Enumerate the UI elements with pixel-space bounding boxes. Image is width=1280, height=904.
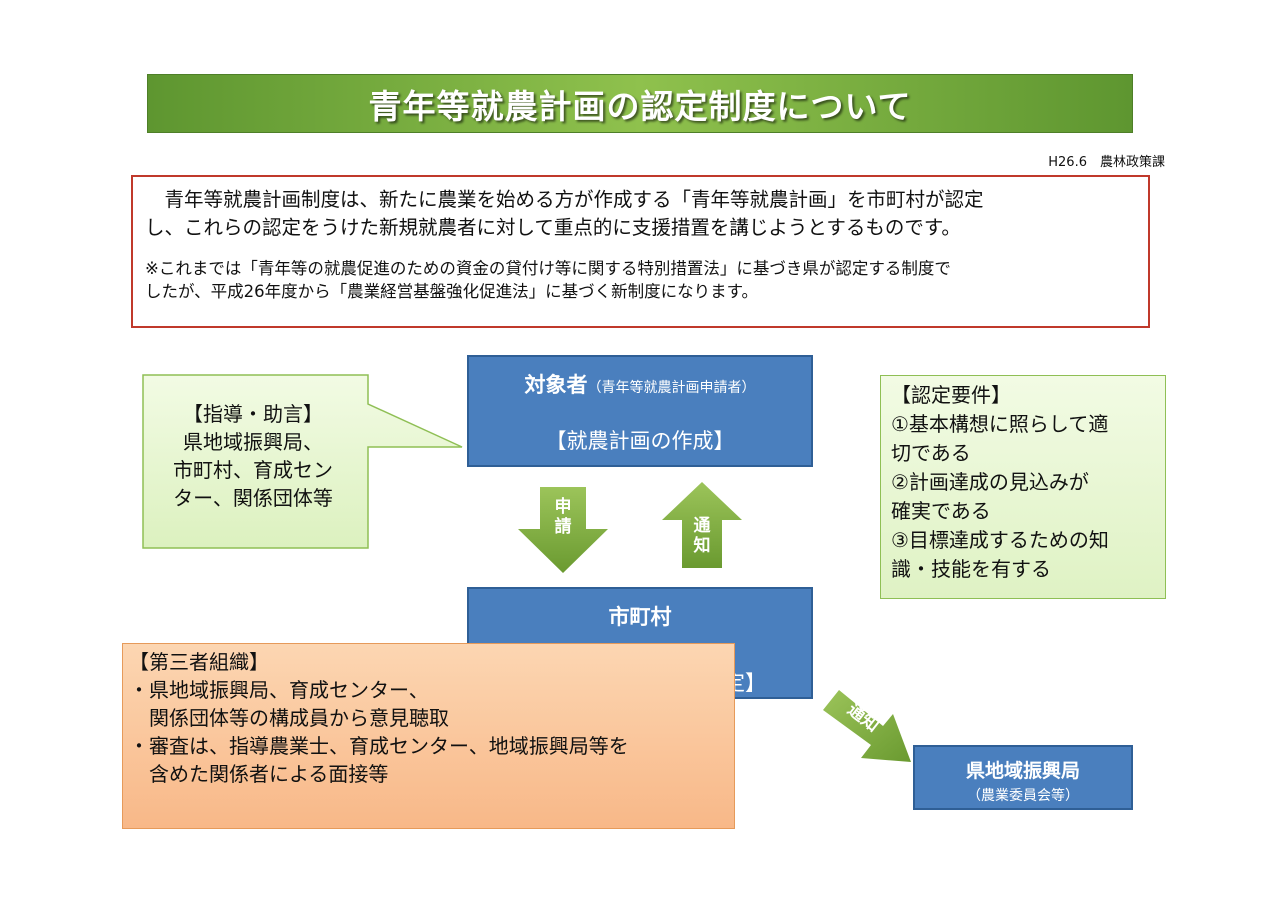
requirement-3a: ③目標達成するための知 <box>891 528 1109 552</box>
intro-box: 青年等就農計画制度は、新たに農業を始める方が作成する「青年等就農計画」を市町村が… <box>131 175 1150 328</box>
applicant-box: 対象者（青年等就農計画申請者） 【就農計画の作成】 <box>467 355 813 467</box>
down-arrow-icon <box>518 487 608 573</box>
intro-note-line-2: したが、平成26年度から「農業経営基盤強化促進法」に基づく新制度になります。 <box>145 282 759 301</box>
prefecture-title: 県地域振興局 <box>965 760 1080 782</box>
intro-note: ※これまでは「青年等の就農促進のための資金の貸付け等に関する特別措置法」に基づき… <box>145 257 1136 303</box>
intro-line-2: し、これらの認定をうけた新規就農者に対して重点的に支援措置を講じようとするもので… <box>145 216 961 239</box>
applicant-subtitle: （青年等就農計画申請者） <box>587 380 756 396</box>
third-party-bullet-2b: 含めた関係者による面接等 <box>129 762 389 786</box>
requirements-heading: 【認定要件】 <box>891 383 1011 407</box>
applicant-title-row: 対象者（青年等就農計画申請者） <box>469 369 811 399</box>
third-party-bullet-1b: 関係団体等の構成員から意見聴取 <box>129 706 449 730</box>
guidance-line-2: 市町村、育成セン <box>173 458 333 482</box>
notify-prefecture-arrow: 通知 <box>815 688 915 766</box>
requirement-2b: 確実である <box>891 499 991 523</box>
apply-label-1: 申 <box>554 497 572 517</box>
intro-note-line-1: ※これまでは「青年等の就農促進のための資金の貸付け等に関する特別措置法」に基づき… <box>145 259 951 278</box>
guidance-heading: 【指導・助言】 <box>183 402 323 426</box>
date-department: H26.6 農林政策課 <box>1048 155 1165 170</box>
applicant-action: 【就農計画の作成】 <box>545 429 735 453</box>
prefecture-subtitle: （農業委員会等） <box>967 788 1079 804</box>
third-party-box: 【第三者組織】 ・県地域振興局、育成センター、 関係団体等の構成員から意見聴取 … <box>122 643 735 829</box>
municipality-title: 市町村 <box>608 605 672 629</box>
applicant-title: 対象者 <box>524 373 588 397</box>
requirement-3b: 識・技能を有する <box>891 557 1051 581</box>
notify-label-1: 通 <box>693 516 711 536</box>
title-banner: 青年等就農計画の認定制度について <box>147 74 1133 133</box>
guidance-line-3: ター、関係団体等 <box>173 486 333 510</box>
requirement-2a: ②計画達成の見込みが <box>891 470 1089 494</box>
requirements-box: 【認定要件】 ①基本構想に照らして適 切である ②計画達成の見込みが 確実である… <box>880 375 1166 599</box>
guidance-callout <box>142 374 472 549</box>
third-party-bullet-2a: ・審査は、指導農業士、育成センター、地域振興局等を <box>129 734 629 758</box>
callout-shape <box>142 374 463 549</box>
notify-label-2: 知 <box>693 536 711 556</box>
guidance-text: 【指導・助言】 県地域振興局、 市町村、育成セン ター、関係団体等 <box>142 400 364 512</box>
prefecture-box: 県地域振興局 （農業委員会等） <box>913 745 1133 810</box>
requirement-1a: ①基本構想に照らして適 <box>891 412 1109 436</box>
intro-line-1: 青年等就農計画制度は、新たに農業を始める方が作成する「青年等就農計画」を市町村が… <box>145 188 984 211</box>
requirement-1b: 切である <box>891 441 971 465</box>
diagonal-arrow-icon <box>823 690 911 762</box>
up-arrow-icon <box>662 482 742 568</box>
guidance-line-1: 県地域振興局、 <box>183 430 323 454</box>
apply-label-2: 請 <box>554 517 572 537</box>
notify-arrow: 通 知 <box>662 482 742 568</box>
apply-arrow: 申 請 <box>518 487 608 573</box>
third-party-bullet-1a: ・県地域振興局、育成センター、 <box>129 678 429 702</box>
page-title: 青年等就農計画の認定制度について <box>368 86 912 126</box>
third-party-heading: 【第三者組織】 <box>129 650 269 674</box>
